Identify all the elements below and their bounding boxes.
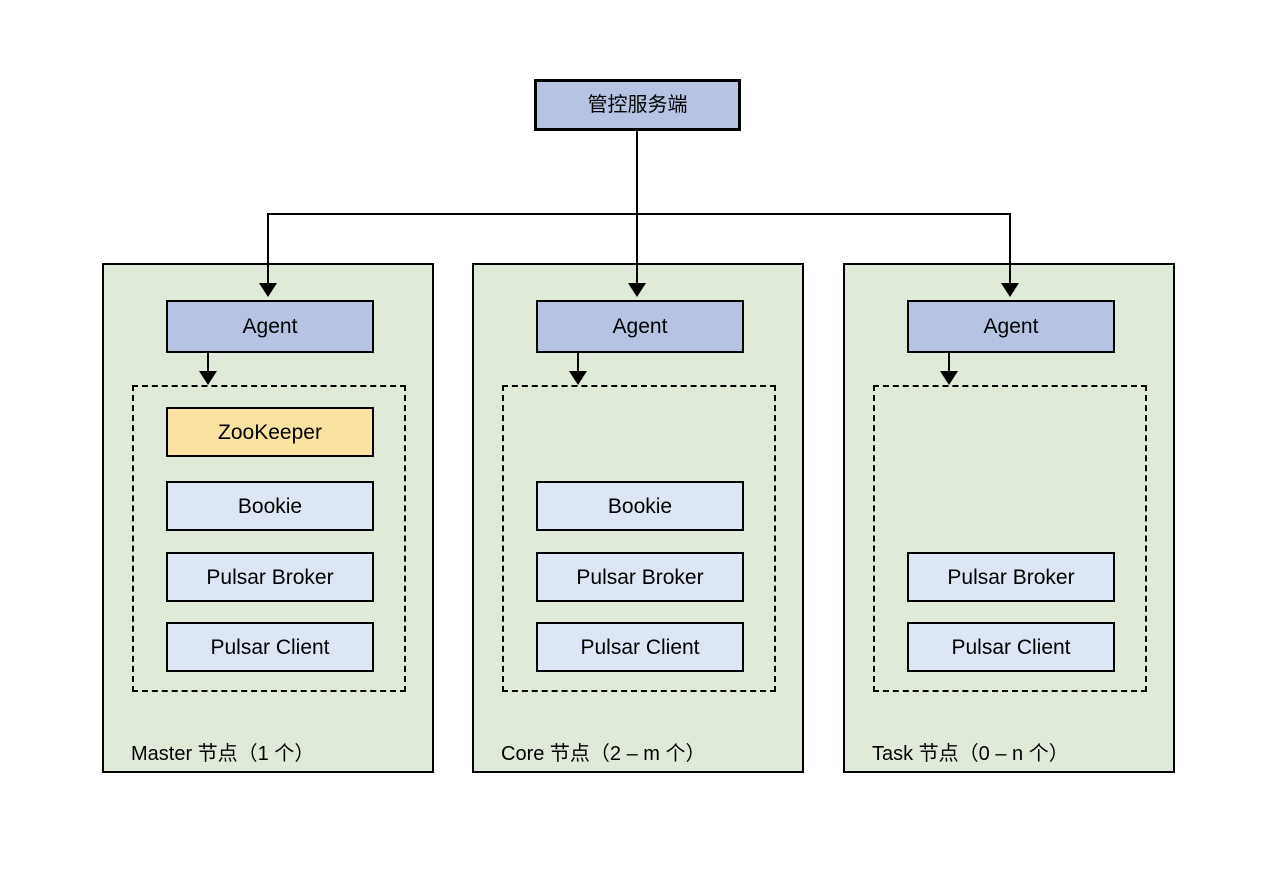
service-label: Pulsar Client bbox=[580, 635, 700, 659]
service-box-pulsar-broker: Pulsar Broker bbox=[166, 552, 374, 602]
service-box-pulsar-broker: Pulsar Broker bbox=[536, 552, 744, 602]
service-group-core bbox=[502, 385, 776, 692]
connector-root-stem bbox=[636, 131, 638, 215]
agent-label: Agent bbox=[242, 315, 298, 338]
arrowhead-agent-task bbox=[1001, 283, 1019, 297]
service-box-bookie: Bookie bbox=[166, 481, 374, 531]
agent-label: Agent bbox=[612, 315, 668, 338]
arrowhead-agent-to-services-task bbox=[940, 371, 958, 385]
node-caption-master: Master 节点（1 个） bbox=[131, 743, 315, 765]
service-box-pulsar-client: Pulsar Client bbox=[166, 622, 374, 672]
service-box-pulsar-broker: Pulsar Broker bbox=[907, 552, 1115, 602]
connector-drop-master bbox=[267, 213, 269, 284]
arrowhead-agent-to-services-core bbox=[569, 371, 587, 385]
service-group-task bbox=[873, 385, 1147, 692]
connector-horizontal-bus bbox=[267, 213, 1011, 215]
connector-agent-to-services-core bbox=[577, 353, 579, 373]
arrowhead-agent-to-services-master bbox=[199, 371, 217, 385]
node-master: Agent ZooKeeper Bookie Pulsar Broker Pul… bbox=[102, 263, 434, 773]
service-label: Bookie bbox=[607, 494, 673, 518]
service-label: Bookie bbox=[237, 494, 303, 518]
agent-box-core: Agent bbox=[536, 300, 744, 353]
connector-agent-to-services-master bbox=[207, 353, 209, 373]
connector-agent-to-services-task bbox=[948, 353, 950, 373]
service-box-pulsar-client: Pulsar Client bbox=[536, 622, 744, 672]
node-task: Agent Pulsar Broker Pulsar Client Task 节… bbox=[843, 263, 1175, 773]
node-core: Agent Bookie Pulsar Broker Pulsar Client… bbox=[472, 263, 804, 773]
connector-drop-task bbox=[1009, 213, 1011, 284]
service-label: Pulsar Client bbox=[951, 635, 1071, 659]
service-label: ZooKeeper bbox=[218, 420, 322, 444]
arrowhead-agent-core bbox=[628, 283, 646, 297]
service-group-master bbox=[132, 385, 406, 692]
service-label: Pulsar Client bbox=[210, 635, 330, 659]
arrowhead-agent-master bbox=[259, 283, 277, 297]
agent-box-task: Agent bbox=[907, 300, 1115, 353]
service-label: Pulsar Broker bbox=[206, 565, 334, 589]
node-caption-core: Core 节点（2 – m 个） bbox=[501, 743, 706, 765]
control-server-label: 管控服务端 bbox=[587, 94, 688, 116]
service-label: Pulsar Broker bbox=[947, 565, 1075, 589]
service-box-zookeeper: ZooKeeper bbox=[166, 407, 374, 457]
connector-drop-core bbox=[636, 213, 638, 284]
service-box-bookie: Bookie bbox=[536, 481, 744, 531]
node-caption-task: Task 节点（0 – n 个） bbox=[872, 743, 1069, 765]
agent-box-master: Agent bbox=[166, 300, 374, 353]
service-label: Pulsar Broker bbox=[576, 565, 704, 589]
service-box-pulsar-client: Pulsar Client bbox=[907, 622, 1115, 672]
control-server-box: 管控服务端 bbox=[534, 79, 741, 131]
agent-label: Agent bbox=[983, 315, 1039, 338]
